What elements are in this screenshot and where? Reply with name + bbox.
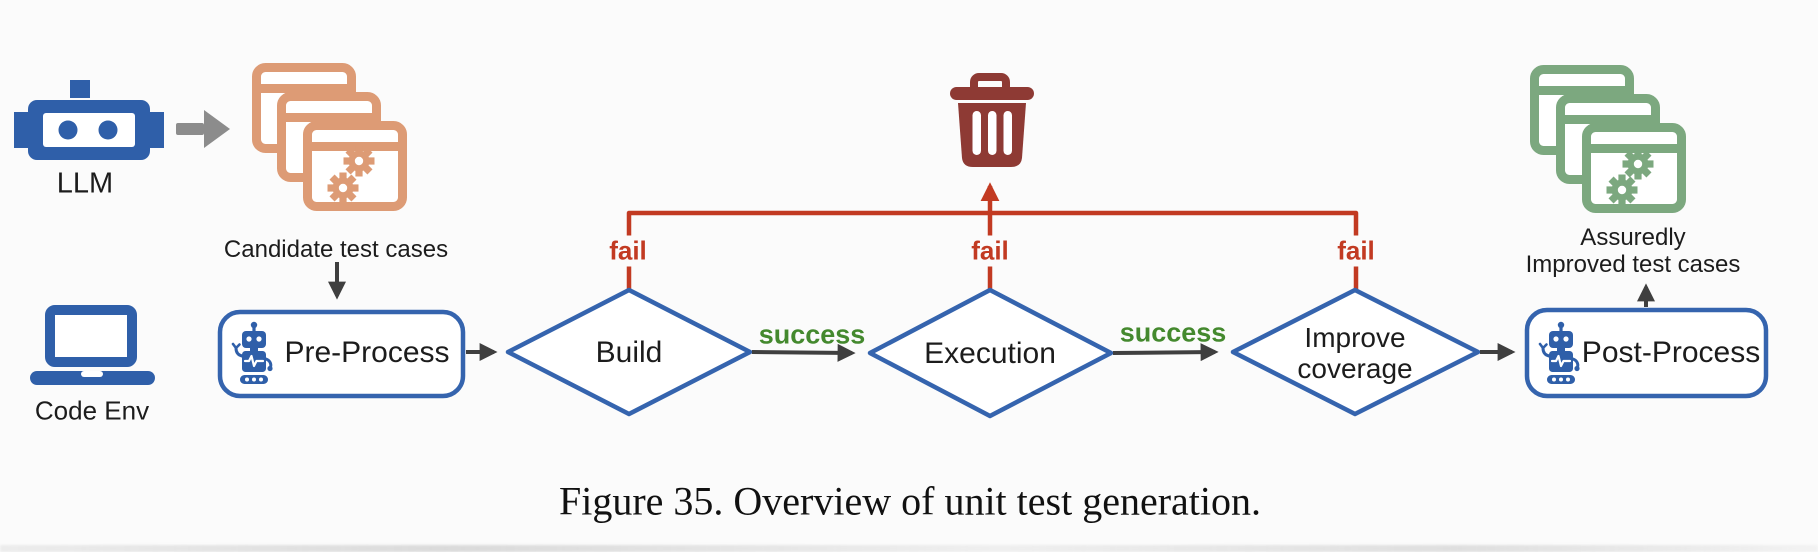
improved-test-cases-line2: Improved test cases bbox=[1525, 251, 1741, 278]
execution-diamond bbox=[867, 287, 1114, 419]
build-label: Build bbox=[595, 336, 663, 369]
laptop-icon bbox=[30, 305, 155, 385]
pre-process-label: Pre-Process bbox=[284, 336, 450, 369]
flow-arrows bbox=[328, 262, 1655, 362]
robot-head-icon bbox=[14, 80, 164, 160]
success-label-execution: success bbox=[1119, 317, 1227, 348]
post-process-box bbox=[1524, 307, 1769, 399]
improve-coverage-label: Improve coverage bbox=[1297, 322, 1412, 384]
improved-test-cases-label: Assuredly Improved test cases bbox=[1526, 224, 1741, 278]
improve-coverage-line2: coverage bbox=[1297, 353, 1413, 384]
arrow-right-icon bbox=[176, 110, 230, 148]
build-diamond bbox=[505, 287, 753, 417]
success-label-build: success bbox=[758, 319, 866, 350]
fail-label-build: fail bbox=[603, 235, 653, 267]
windows-gears-stack-icon bbox=[257, 68, 403, 207]
windows-gears-stack-icon bbox=[1535, 70, 1682, 209]
fail-label-execution: fail bbox=[965, 235, 1015, 267]
page-edge-artifact bbox=[0, 545, 1818, 552]
llm-label: LLM bbox=[56, 167, 114, 200]
candidate-test-cases-label: Candidate test cases bbox=[223, 236, 449, 263]
trash-icon bbox=[950, 73, 1034, 167]
figure-caption: Figure 35. Overview of unit test generat… bbox=[558, 478, 1262, 524]
execution-label: Execution bbox=[924, 337, 1056, 370]
code-env-label: Code Env bbox=[34, 395, 150, 426]
improve-coverage-diamond bbox=[1230, 287, 1481, 417]
post-process-label: Post-Process bbox=[1581, 336, 1761, 369]
improved-test-cases-line1: Assuredly bbox=[1580, 224, 1686, 251]
improve-coverage-line1: Improve bbox=[1304, 322, 1406, 353]
fail-label-improve-coverage: fail bbox=[1331, 235, 1381, 267]
pre-process-box bbox=[217, 309, 466, 399]
